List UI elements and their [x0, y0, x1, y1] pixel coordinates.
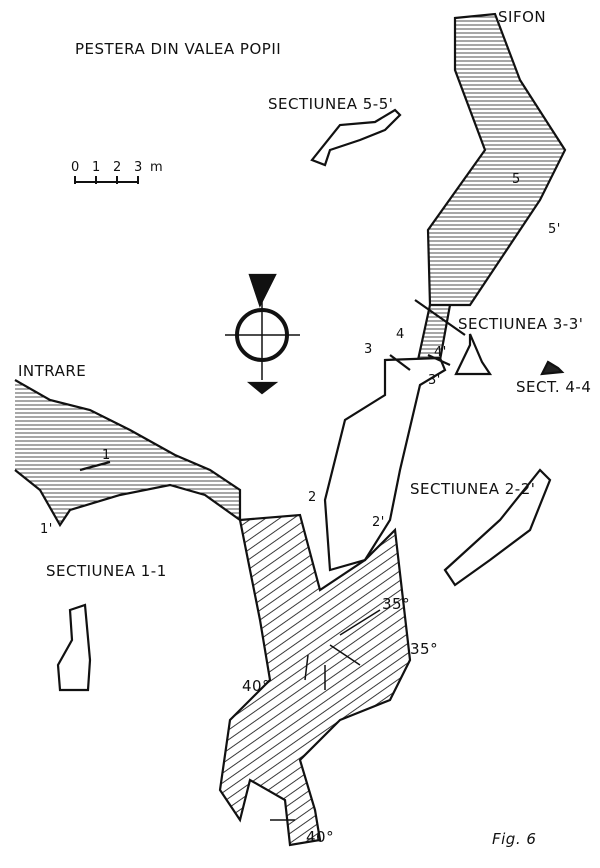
- section-5-5: [310, 108, 402, 167]
- marker-4p: 4': [434, 345, 447, 360]
- scale-bar: [74, 176, 139, 184]
- figure-label: Fig. 6: [492, 830, 537, 848]
- upper-passage: [426, 12, 567, 307]
- slope-label-d: 40°: [306, 828, 335, 846]
- section-5-5-label: SECTIUNEA 5-5': [268, 95, 394, 113]
- map-title: PESTERA DIN VALEA POPII: [75, 40, 282, 58]
- marker-3p: 3': [428, 373, 441, 388]
- marker-5: 5: [512, 172, 521, 187]
- label-intrare: INTRARE: [18, 362, 87, 380]
- section-3-3-label: SECTIUNEA 3-3': [458, 315, 584, 333]
- scale-tick-1: 1: [92, 160, 101, 175]
- slope-label-c: 40°: [242, 677, 271, 695]
- label-sifon: SIFON: [498, 8, 547, 26]
- section-4-4-label: SECT. 4-4: [516, 378, 592, 396]
- scale-unit: m: [150, 160, 164, 175]
- section-2-2: [443, 468, 552, 587]
- slope-label-b: 35°: [410, 640, 439, 658]
- marker-1: 1: [102, 448, 111, 463]
- entrance-passage: [14, 379, 242, 528]
- scale-tick-2: 2: [113, 160, 122, 175]
- section-1-1-label: SECTIUNEA 1-1: [46, 562, 167, 580]
- section-1-1: [56, 603, 92, 692]
- marker-2p: 2': [372, 515, 385, 530]
- marker-5p: 5': [548, 222, 561, 237]
- marker-4: 4: [396, 327, 405, 342]
- marker-3: 3: [364, 342, 373, 357]
- scale-tick-0: 0: [71, 160, 80, 175]
- section-2-2-label: SECTIUNEA 2-2': [410, 480, 536, 498]
- scale-tick-3: 3: [134, 160, 143, 175]
- middle-passage: [323, 356, 447, 572]
- slope-label-a: 35°: [382, 595, 411, 613]
- section-3-3: [454, 333, 493, 376]
- marker-2: 2: [308, 490, 317, 505]
- main-chamber: [218, 513, 412, 847]
- section-4-4: [540, 360, 565, 376]
- marker-1p: 1': [40, 522, 53, 537]
